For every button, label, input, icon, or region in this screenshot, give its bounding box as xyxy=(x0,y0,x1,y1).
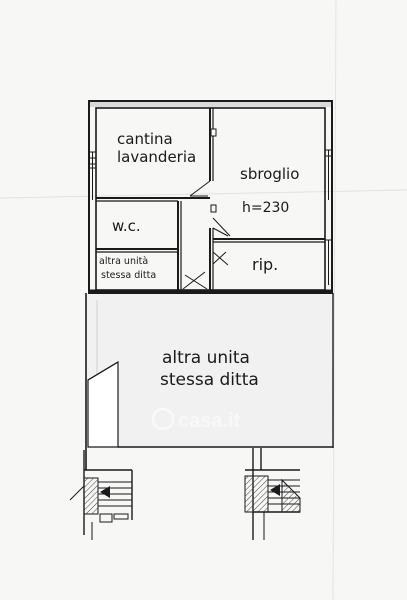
room-label-altra-unita-large-2: stessa ditta xyxy=(160,370,259,390)
scan-line xyxy=(332,0,337,600)
room-label-wc: w.c. xyxy=(112,217,141,235)
stair-right xyxy=(244,448,301,540)
wall-top xyxy=(90,102,331,107)
casa-it-watermark: casa.it xyxy=(151,407,241,432)
interior-walls xyxy=(89,108,332,293)
door-swings xyxy=(182,180,231,290)
room-label-rip: rip. xyxy=(252,255,278,274)
ramp-left xyxy=(87,360,119,448)
scan-line xyxy=(0,189,407,199)
room-label-lavanderia: lavanderia xyxy=(117,148,196,166)
room-label-altra-unita-large-1: altra unita xyxy=(162,348,250,368)
room-label-sbroglio: sbroglio xyxy=(240,165,299,183)
window-marks xyxy=(89,149,332,285)
stair-left xyxy=(69,450,133,540)
room-label-cantina: cantina xyxy=(117,130,173,148)
watermark-text: casa.it xyxy=(178,410,241,432)
watermark-logo-icon xyxy=(151,407,175,431)
lower-block-floor xyxy=(87,294,332,446)
room-label-height: h=230 xyxy=(242,200,289,216)
hinge-markers xyxy=(210,128,217,213)
room-label-altra-unita-small-2: stessa ditta xyxy=(101,270,156,281)
room-label-altra-unita-small-1: altra unità xyxy=(99,256,148,267)
